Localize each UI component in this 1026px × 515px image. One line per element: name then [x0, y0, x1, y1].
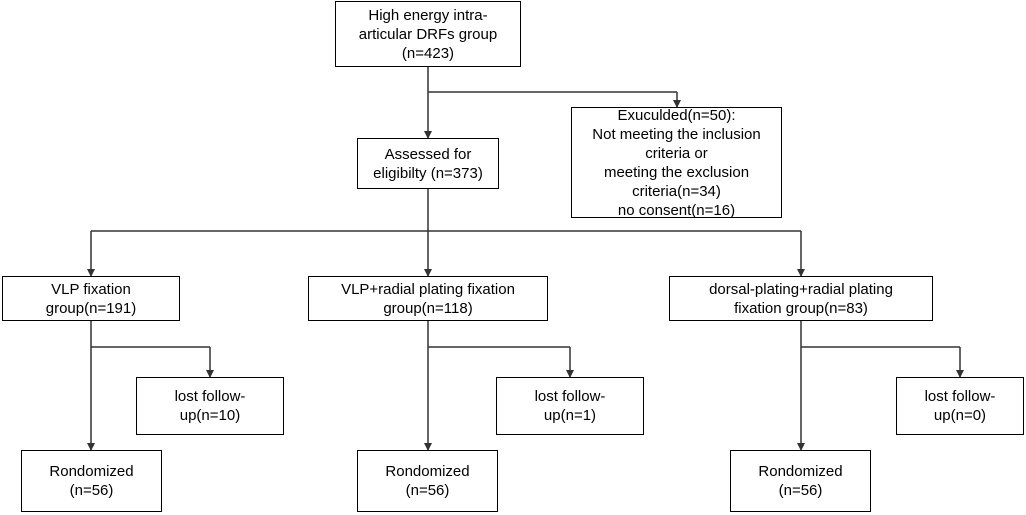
- excluded-line-1: Exuculded(n=50):: [617, 106, 736, 124]
- group-vlp-line-1: VLP fixation: [51, 280, 131, 298]
- excluded-box: Exuculded(n=50): Not meeting the inclusi…: [571, 106, 782, 219]
- group-dorsal-radial-line-1: dorsal-plating+radial plating: [709, 280, 893, 298]
- lost-vlp-radial-line-2: up(n=1): [543, 407, 597, 424]
- source-line-2: articular DRFs group: [358, 25, 498, 43]
- assessed-line-1: Assessed for: [384, 145, 472, 163]
- lost-vlp-box: lost follow- up(n=10): [136, 377, 284, 435]
- group-vlp-box: VLP fixation group(n=191): [2, 276, 180, 321]
- excluded-line-3: criteria or: [645, 144, 708, 162]
- rand-vlp-radial-line-1: Rondomized: [385, 463, 470, 480]
- lost-vlp-line-1: lost follow-: [174, 388, 246, 405]
- rand-dorsal-radial-line-2: (n=56): [778, 482, 823, 499]
- group-vlp-radial-box: VLP+radial plating fixation group(n=118): [308, 276, 548, 321]
- group-vlp-radial-line-2: group(n=118): [383, 299, 473, 317]
- lost-vlp-radial-box: lost follow- up(n=1): [496, 377, 644, 435]
- group-vlp-line-2: group(n=191): [45, 299, 137, 317]
- rand-dorsal-radial-line-1: Rondomized: [758, 463, 843, 480]
- randomized-vlp-box: Rondomized (n=56): [21, 450, 162, 512]
- assessed-box: Assessed for eligibilty (n=373): [357, 138, 499, 189]
- source-population-box: High energy intra- articular DRFs group …: [335, 1, 521, 67]
- excluded-line-4: meeting the exclusion: [603, 163, 750, 181]
- excluded-line-6: no consent(n=16): [617, 201, 736, 219]
- lost-dorsal-radial-box: lost follow- up(n=0): [896, 377, 1024, 435]
- source-line-1: High energy intra-: [368, 6, 488, 24]
- lost-vlp-radial-line-1: lost follow-: [534, 388, 606, 405]
- randomized-vlp-radial-box: Rondomized (n=56): [357, 450, 498, 512]
- excluded-line-2: Not meeting the inclusion: [592, 125, 761, 143]
- randomized-dorsal-radial-box: Rondomized (n=56): [730, 450, 871, 512]
- group-dorsal-radial-box: dorsal-plating+radial plating fixation g…: [669, 276, 933, 321]
- lost-vlp-line-2: up(n=10): [179, 407, 241, 424]
- group-dorsal-radial-line-2: fixation group(n=83): [734, 299, 868, 317]
- rand-vlp-radial-line-2: (n=56): [405, 482, 450, 499]
- lost-dorsal-radial-line-1: lost follow-: [924, 388, 996, 405]
- rand-vlp-line-2: (n=56): [69, 482, 114, 499]
- lost-dorsal-radial-line-2: up(n=0): [933, 407, 987, 424]
- source-line-3: (n=423): [401, 44, 455, 62]
- group-vlp-radial-line-1: VLP+radial plating fixation: [341, 280, 515, 298]
- rand-vlp-line-1: Rondomized: [49, 463, 134, 480]
- excluded-line-5: criteria(n=34): [632, 182, 721, 200]
- assessed-line-2: eligibilty (n=373): [373, 164, 483, 182]
